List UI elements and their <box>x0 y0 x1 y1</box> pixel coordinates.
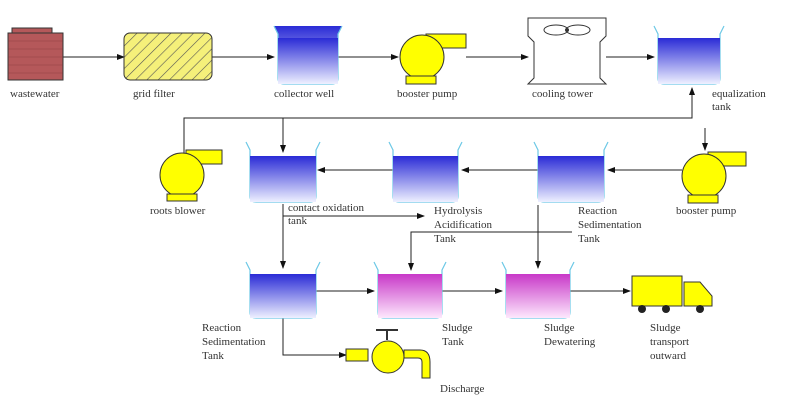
flow-to-discharge <box>282 316 347 358</box>
discharge-valve <box>345 329 431 379</box>
equalization-tank-label-line2: tank <box>712 101 731 113</box>
sludge-tank-label-line1: Sludge <box>442 322 473 334</box>
collector-well-label: collector well <box>274 88 334 100</box>
contact-oxidation-label-line2: tank <box>288 215 307 227</box>
reaction-sedimentation-tank-mid <box>533 141 609 203</box>
roots-blower <box>159 149 223 202</box>
hydrolysis-acidification-tank <box>388 141 463 203</box>
sludge-transport-label-line1: Sludge <box>650 322 681 334</box>
hydrolysis-label-line2: Acidification <box>434 219 493 231</box>
contact-oxidation-label-line1: contact oxidation <box>288 202 365 214</box>
booster-pump-mid-label: booster pump <box>676 205 737 217</box>
reaction-sedimentation-tank-bottom <box>245 261 321 319</box>
reaction-mid-label-line1: Reaction <box>578 205 618 217</box>
sludge-dewatering-tank <box>501 261 575 319</box>
equalization-tank <box>653 25 725 85</box>
booster-pump-top <box>399 33 467 85</box>
collector-well-tank <box>273 25 343 85</box>
grid-filter <box>123 32 213 81</box>
flow-return-to-equalization <box>183 87 695 170</box>
cooling-tower <box>526 17 608 85</box>
reaction-bottom-label-line1: Reaction <box>202 322 242 334</box>
sludge-tank <box>373 261 447 319</box>
sludge-transport-label-line3: outward <box>650 350 687 362</box>
hydrolysis-label-line3: Tank <box>434 233 456 245</box>
cooling-tower-label: cooling tower <box>532 88 593 100</box>
sludge-transport-label-line2: transport <box>650 336 689 348</box>
flow-connectors <box>62 54 708 358</box>
roots-blower-label: roots blower <box>150 205 206 217</box>
wastewater-label: wastewater <box>10 88 60 100</box>
sludge-dewatering-label-line1: Sludge <box>544 322 575 334</box>
contact-oxidation-tank <box>245 141 321 203</box>
reaction-bottom-label-line3: Tank <box>202 350 224 362</box>
flow-sludge-to-sludge-tank <box>408 231 572 271</box>
reaction-mid-label-line2: Sedimentation <box>578 219 642 231</box>
reaction-mid-label-line3: Tank <box>578 233 600 245</box>
equalization-tank-label-line1: equalization <box>712 88 766 100</box>
discharge-label: Discharge <box>440 383 485 395</box>
booster-pump-top-label: booster pump <box>397 88 458 100</box>
grid-filter-label: grid filter <box>133 88 175 100</box>
sludge-dewatering-label-line2: Dewatering <box>544 336 596 348</box>
reaction-bottom-label-line2: Sedimentation <box>202 336 266 348</box>
sludge-tank-label-line2: Tank <box>442 336 464 348</box>
wastewater-source <box>7 27 64 81</box>
sludge-truck <box>631 275 713 313</box>
hydrolysis-label-line1: Hydrolysis <box>434 205 482 217</box>
booster-pump-mid <box>681 151 747 204</box>
